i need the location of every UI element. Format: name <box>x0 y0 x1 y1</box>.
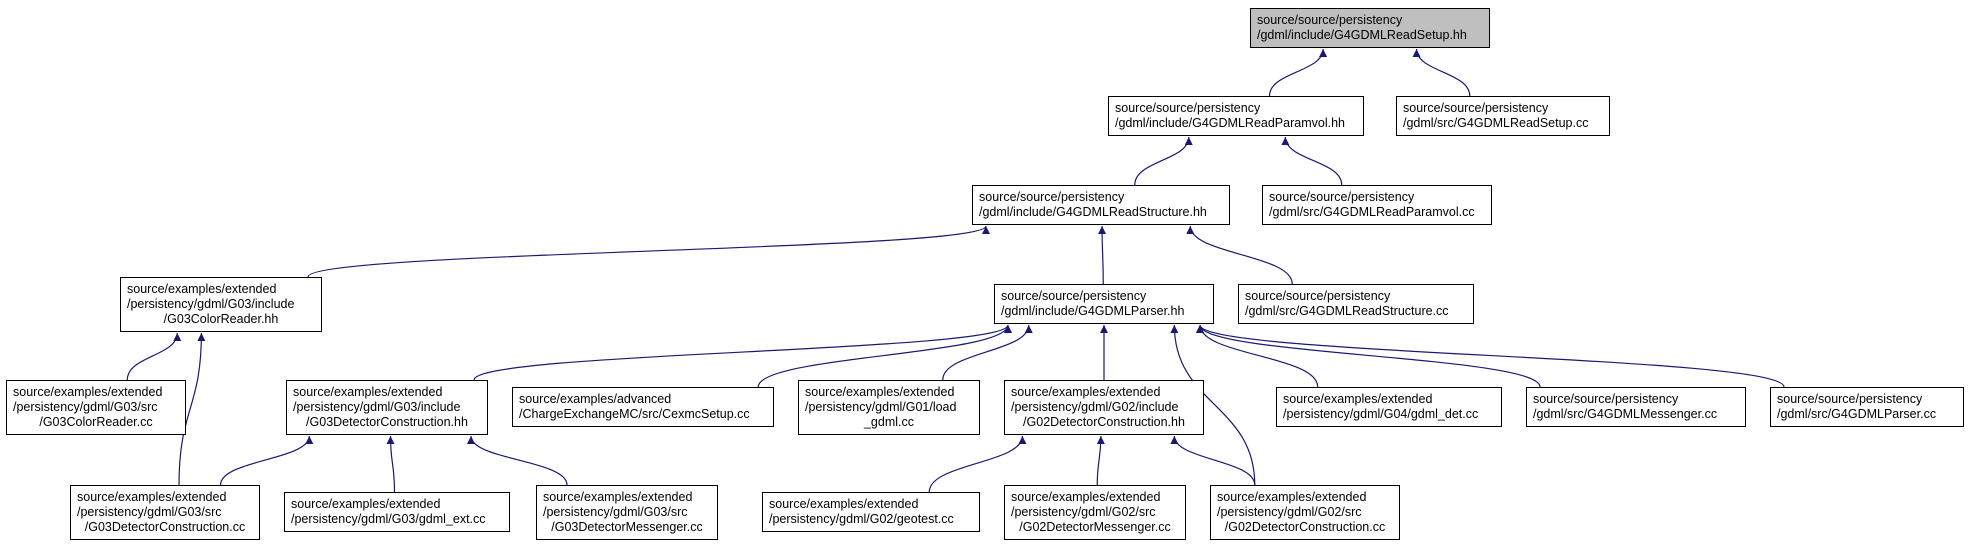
node-label-line: /gdml/include/G4GDMLReadStructure.hh <box>979 205 1207 219</box>
node-g03detectorconstruction-hh[interactable]: source/examples/extended /persistency/gd… <box>286 380 488 435</box>
edge-read_structure_cc-to-read_structure_hh <box>1186 225 1293 285</box>
edge-read_setup_cc-to-read_setup_hh <box>1412 48 1471 97</box>
node-label-line: /persistency/gdml/G03/include <box>127 297 295 311</box>
node-g02detectorconstruction-cc[interactable]: source/examples/extended /persistency/gd… <box>1210 485 1400 540</box>
edge-g03_colorreader_cc-to-g03_colorreader_hh <box>126 332 182 381</box>
node-label-line: source/source/persistency <box>1777 392 1923 406</box>
node-g02-geotest-cc[interactable]: source/examples/extended /persistency/gd… <box>762 492 980 532</box>
node-label-line: source/examples/extended <box>1011 385 1161 399</box>
edge-parser_cc-to-parser_hh <box>1196 324 1785 388</box>
node-label-line: /persistency/gdml/G03/include <box>293 400 461 414</box>
node-g03colorreader-hh[interactable]: source/examples/extended /persistency/gd… <box>120 277 322 332</box>
node-label-line: /gdml/src/G4GDMLMessenger.cc <box>1533 407 1718 421</box>
edge-g04_gdml_det_cc-to-parser_hh <box>1196 324 1319 388</box>
edge-messenger_cc-to-parser_hh <box>1196 324 1541 388</box>
node-g01-load-gdml-cc[interactable]: source/examples/extended /persistency/gd… <box>798 380 980 435</box>
node-g03-gdml-ext-cc[interactable]: source/examples/extended /persistency/gd… <box>284 492 510 532</box>
node-g03colorreader-cc[interactable]: source/examples/extended /persistency/gd… <box>6 380 186 435</box>
edge-g03_colorreader_hh-to-read_structure_hh <box>307 225 990 278</box>
node-label-line: /persistency/gdml/G02/src <box>1011 505 1156 519</box>
edge-g03_detcons_cc-to-g03_colorreader_hh <box>178 332 206 486</box>
node-g4gdmlreadsetup-hh[interactable]: source/source/persistency /gdml/include/… <box>1250 8 1490 48</box>
node-label-line: /persistency/gdml/G02/geotest.cc <box>769 512 954 526</box>
node-label-line: source/examples/extended <box>127 282 277 296</box>
node-g03detectorconstruction-cc[interactable]: source/examples/extended /persistency/gd… <box>70 485 260 540</box>
edge-g03_detmess_cc-to-g03_detcons_hh <box>467 435 568 486</box>
node-label-line: source/examples/advanced <box>519 392 672 406</box>
edge-g02_detmess_cc-to-g02_detcons_hh <box>1096 435 1105 486</box>
node-label-line: source/examples/extended <box>293 385 443 399</box>
node-label-line: /persistency/gdml/G04/gdml_det.cc <box>1283 407 1479 421</box>
edge-read_paramvol_cc-to-read_paramvol_hh <box>1281 136 1343 186</box>
node-label-line: /gdml/include/G4GDMLReadParamvol.hh <box>1115 116 1345 130</box>
node-label-line: /G02DetectorMessenger.cc <box>1019 520 1171 534</box>
node-label-line: /persistency/gdml/G01/load <box>805 400 957 414</box>
edge-g02_geotest_cc-to-g02_detcons_hh <box>928 435 1027 493</box>
node-label-line: /gdml/src/G4GDMLReadParamvol.cc <box>1269 205 1475 219</box>
node-label-line: /persistency/gdml/G02/include <box>1011 400 1179 414</box>
node-label-line: source/examples/extended <box>1217 490 1367 504</box>
node-label-line: /persistency/gdml/G03/src <box>77 505 222 519</box>
node-label-line: source/examples/extended <box>291 497 441 511</box>
node-label-line: source/examples/extended <box>543 490 693 504</box>
node-label-line: /persistency/gdml/G02/src <box>1217 505 1362 519</box>
node-g4gdmlreadparamvol-cc[interactable]: source/source/persistency /gdml/src/G4GD… <box>1262 185 1492 225</box>
node-label-line: /G02DetectorConstruction.cc <box>1224 520 1386 534</box>
node-label-line: /G03DetectorMessenger.cc <box>551 520 703 534</box>
node-label-line: source/source/persistency <box>1533 392 1679 406</box>
node-label-line: /gdml/include/G4GDMLReadSetup.hh <box>1257 28 1467 42</box>
node-label-line: /G03ColorReader.cc <box>39 415 153 429</box>
node-cexmcsetup-cc[interactable]: source/examples/advanced /ChargeExchange… <box>512 387 774 427</box>
node-g4gdmlparser-hh[interactable]: source/source/persistency /gdml/include/… <box>994 284 1214 324</box>
node-label-line: /gdml/include/G4GDMLParser.hh <box>1001 304 1185 318</box>
node-label-line: /gdml/src/G4GDMLParser.cc <box>1777 407 1937 421</box>
node-label-line: source/source/persistency <box>1403 101 1549 115</box>
node-label-line: source/examples/extended <box>1011 490 1161 504</box>
node-label-line: source/source/persistency <box>1245 289 1391 303</box>
edge-parser_hh-to-read_structure_hh <box>1098 225 1107 285</box>
node-g4gdmlreadstructure-hh[interactable]: source/source/persistency /gdml/include/… <box>972 185 1230 225</box>
node-label-line: /ChargeExchangeMC/src/CexmcSetup.cc <box>519 407 750 421</box>
node-label-line: /persistency/gdml/G03/gdml_ext.cc <box>291 512 486 526</box>
node-label-line: /persistency/gdml/G03/src <box>543 505 688 519</box>
node-g04-gdml-det-cc[interactable]: source/examples/extended /persistency/gd… <box>1276 387 1502 427</box>
node-label-line: /G03DetectorConstruction.hh <box>306 415 468 429</box>
edge-g02_detcons_cc-to-parser_hh <box>1170 324 1256 486</box>
node-label-line: /gdml/src/G4GDMLReadStructure.cc <box>1245 304 1449 318</box>
node-label-line: source/source/persistency <box>1115 101 1261 115</box>
edge-g03_detcons_cc-to-g03_detcons_hh <box>219 435 314 486</box>
edge-cexmc_setup_cc-to-parser_hh <box>757 324 1012 388</box>
node-g4gdmlreadparamvol-hh[interactable]: source/source/persistency /gdml/include/… <box>1108 96 1364 136</box>
edge-read_paramvol_hh-to-read_setup_hh <box>1268 48 1328 97</box>
node-label-line: /persistency/gdml/G03/src <box>13 400 158 414</box>
node-label-line: source/source/persistency <box>979 190 1125 204</box>
node-g4gdmlmessenger-cc[interactable]: source/source/persistency /gdml/src/G4GD… <box>1526 387 1746 427</box>
node-label-line: /gdml/src/G4GDMLReadSetup.cc <box>1403 116 1589 130</box>
edge-g02_detcons_cc-to-g02_detcons_hh <box>1170 435 1256 486</box>
node-g4gdmlreadstructure-cc[interactable]: source/source/persistency /gdml/src/G4GD… <box>1238 284 1474 324</box>
edge-g03_gdml_ext_cc-to-g03_detcons_hh <box>386 435 396 493</box>
node-label-line: source/examples/extended <box>805 385 955 399</box>
node-g02detectormessenger-cc[interactable]: source/examples/extended /persistency/gd… <box>1004 485 1186 540</box>
node-g4gdmlparser-cc[interactable]: source/source/persistency /gdml/src/G4GD… <box>1770 387 1964 427</box>
node-label-line: source/source/persistency <box>1269 190 1415 204</box>
edge-g01_load_gdml_cc-to-parser_hh <box>942 324 1033 381</box>
edge-read_structure_hh-to-read_paramvol_hh <box>1134 136 1193 186</box>
node-g03detectormessenger-cc[interactable]: source/examples/extended /persistency/gd… <box>536 485 718 540</box>
node-label-line: /G02DetectorConstruction.hh <box>1023 415 1185 429</box>
node-g02detectorconstruction-hh[interactable]: source/examples/extended /persistency/gd… <box>1004 380 1204 435</box>
node-label-line: source/examples/extended <box>13 385 163 399</box>
node-label-line: _gdml.cc <box>863 415 915 429</box>
node-label-line: /G03ColorReader.hh <box>163 312 279 326</box>
node-label-line: source/source/persistency <box>1257 13 1403 27</box>
node-label-line: source/examples/extended <box>769 497 919 511</box>
node-label-line: /G03DetectorConstruction.cc <box>84 520 246 534</box>
node-label-line: source/source/persistency <box>1001 289 1147 303</box>
node-g4gdmlreadsetup-cc[interactable]: source/source/persistency /gdml/src/G4GD… <box>1396 96 1610 136</box>
node-label-line: source/examples/extended <box>1283 392 1433 406</box>
node-label-line: source/examples/extended <box>77 490 227 504</box>
edge-g03_detcons_hh-to-parser_hh <box>473 324 1012 381</box>
